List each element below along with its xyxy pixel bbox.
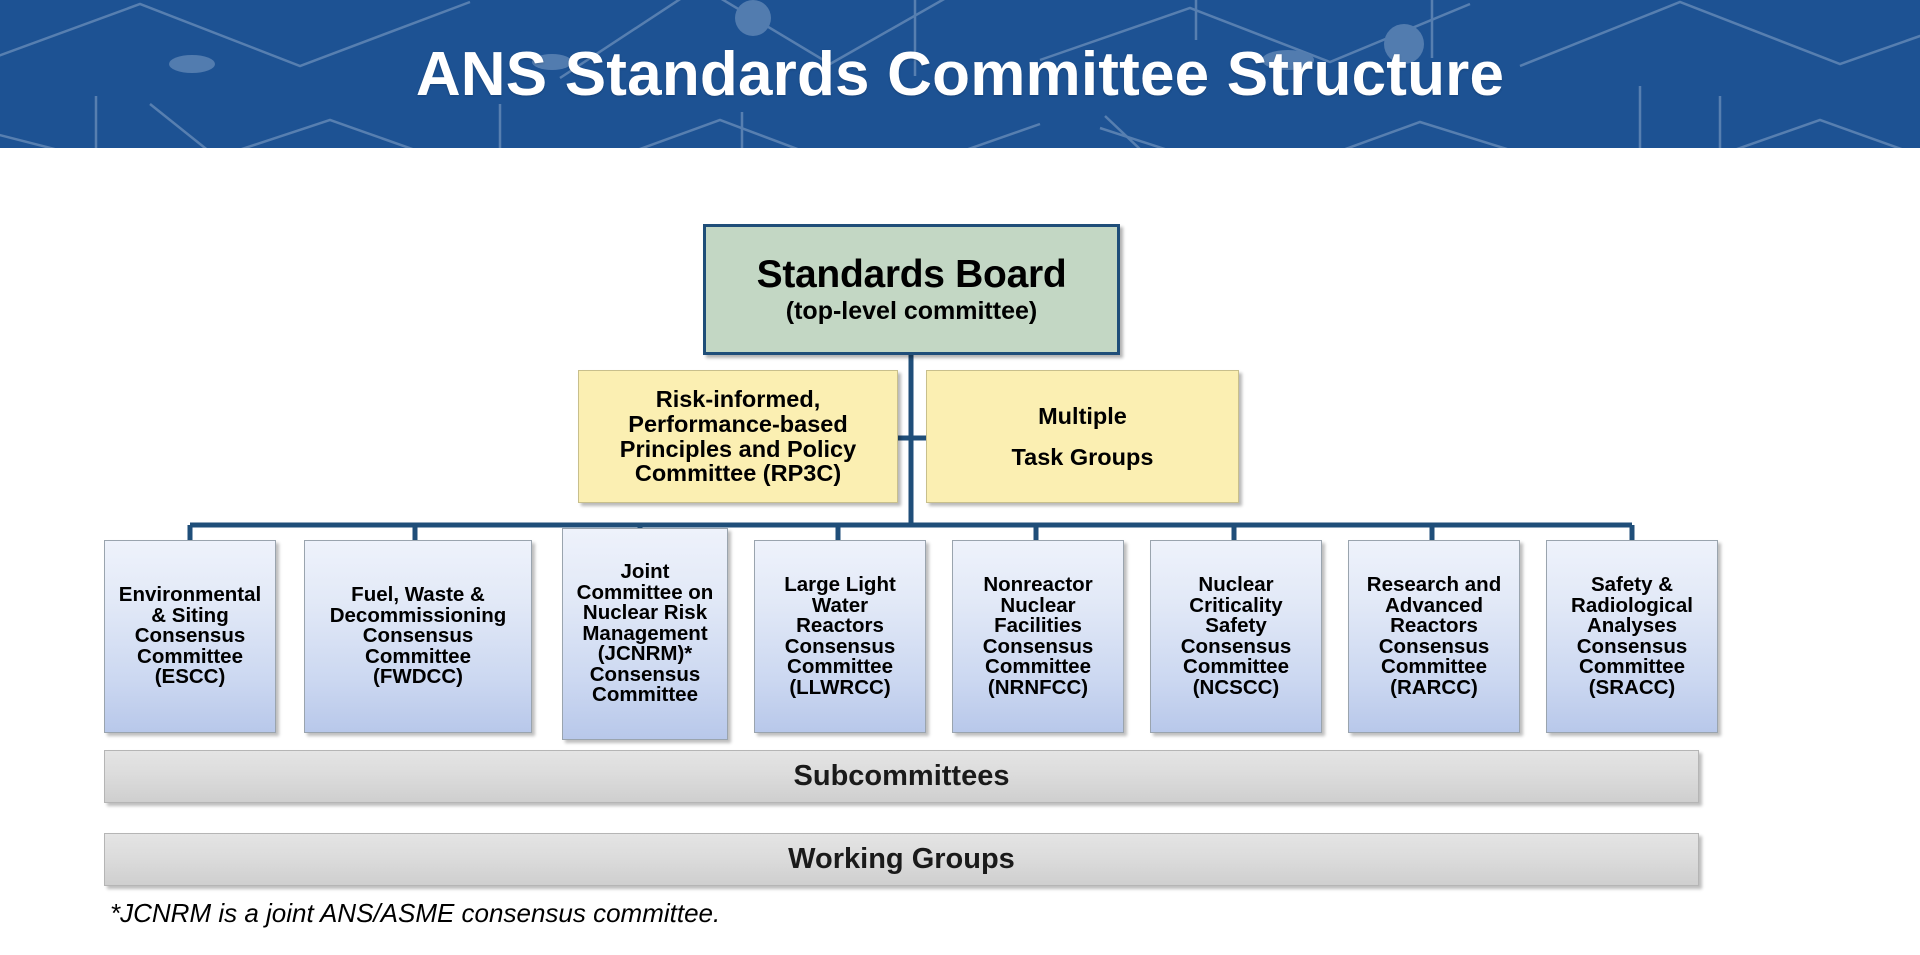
llwrcc-line-5: Committee [787,655,893,678]
ncscc-line-5: Committee [1183,655,1289,678]
rp3c-line-3: Principles and Policy [619,435,857,462]
llwrcc-line-1: Large Light [784,573,896,596]
jcnrm-line-3: Nuclear Risk [582,601,708,625]
ncscc-line-6: (NCSCC) [1192,675,1280,699]
sracc-line-1: Safety & [1590,573,1674,596]
llwrcc-line-3: Reactors [796,614,884,637]
node-standards-board[interactable]: Standards Board (top-level committee) [703,224,1120,355]
node-multiple-task-groups[interactable]: Multiple Task Groups [926,370,1239,503]
rarcc-line-2: Advanced [1385,593,1483,617]
org-chart: Standards Board (top-level committee) Ri… [0,148,1920,955]
fwdcc-line-2: Decommissioning [329,603,507,627]
sracc-line-3: Analyses [1586,614,1678,637]
rarcc-line-3: Reactors [1390,614,1478,637]
escc-line-2: & Siting [151,603,229,627]
nrnfcc-line-6: (NRNFCC) [987,675,1089,699]
escc-line-3: Consensus [134,624,246,648]
connector-lines [187,355,1635,540]
nrnfcc-line-5: Committee [985,655,1091,678]
jcnrm-line-6: Consensus [589,662,701,686]
node-committee-escc[interactable]: Environmental & Siting Consensus Committ… [104,540,276,733]
jcnrm-line-7: Committee [592,683,698,707]
page-title: ANS Standards Committee Structure [415,39,1505,109]
ncscc-line-4: Consensus [1180,634,1292,658]
llwrcc-line-6: (LLWRCC) [789,675,891,699]
node-committee-fwdcc[interactable]: Fuel, Waste & Decommissioning Consensus … [304,540,532,733]
sracc-line-2: Radiological [1571,593,1693,617]
jcnrm-line-2: Committee on [576,580,714,604]
llwrcc-line-4: Consensus [784,634,896,658]
standards-board-subtitle: (top-level committee) [785,297,1038,326]
jcnrm-line-4: Management [582,621,708,645]
jcnrm-line-5: (JCNRM)* [597,642,693,666]
sracc-line-4: Consensus [1576,634,1688,658]
nrnfcc-line-4: Consensus [982,634,1094,658]
node-committee-sracc[interactable]: Safety & Radiological Analyses Consensus… [1546,540,1718,733]
header-network-pattern [0,0,1920,148]
rp3c-line-4: Committee (RP3C) [634,460,842,487]
rarcc-line-6: (RARCC) [1390,675,1478,699]
node-committee-ncscc[interactable]: Nuclear Criticality Safety Consensus Com… [1150,540,1322,733]
rarcc-line-5: Committee [1381,655,1487,678]
node-bar-working-groups[interactable]: Working Groups [104,833,1699,886]
ncscc-line-2: Criticality [1189,593,1283,617]
task-groups-line-1: Multiple [1038,402,1127,429]
node-bar-subcommittees[interactable]: Subcommittees [104,750,1699,803]
fwdcc-line-3: Consensus [362,624,474,648]
escc-line-1: Environmental [118,583,262,607]
escc-line-5: (ESCC) [154,665,226,689]
fwdcc-line-4: Committee [365,644,471,668]
node-committee-jcnrm[interactable]: Joint Committee on Nuclear Risk Manageme… [562,528,728,740]
sracc-line-6: (SRACC) [1588,675,1676,699]
node-rp3c-committee[interactable]: Risk-informed, Performance-based Princip… [578,370,898,503]
task-groups-line-2: Task Groups [1011,443,1154,470]
ncscc-line-3: Safety [1205,614,1267,637]
jcnrm-line-1: Joint [620,560,670,584]
rp3c-line-1: Risk-informed, [655,385,821,412]
llwrcc-line-2: Water [811,593,869,617]
escc-line-4: Committee [137,644,243,668]
header-banner: ANS Standards Committee Structure [0,0,1920,148]
rp3c-line-2: Performance-based [628,410,848,437]
node-committee-nrnfcc[interactable]: Nonreactor Nuclear Facilities Consensus … [952,540,1124,733]
standards-board-title: Standards Board [756,253,1067,297]
rarcc-line-1: Research and [1366,573,1502,596]
node-committee-rarcc[interactable]: Research and Advanced Reactors Consensus… [1348,540,1520,733]
ncscc-line-1: Nuclear [1198,573,1274,596]
nrnfcc-line-3: Facilities [994,614,1082,637]
fwdcc-line-5: (FWDCC) [373,665,463,689]
subcommittees-label: Subcommittees [793,760,1010,793]
working-groups-label: Working Groups [788,843,1015,876]
nrnfcc-line-2: Nuclear [1000,593,1076,617]
sracc-line-5: Committee [1579,655,1685,678]
rarcc-line-4: Consensus [1378,634,1490,658]
nrnfcc-line-1: Nonreactor [983,573,1093,596]
node-committee-llwrcc[interactable]: Large Light Water Reactors Consensus Com… [754,540,926,733]
fwdcc-line-1: Fuel, Waste & [351,583,485,607]
footnote-jcnrm: *JCNRM is a joint ANS/ASME consensus com… [110,898,721,928]
